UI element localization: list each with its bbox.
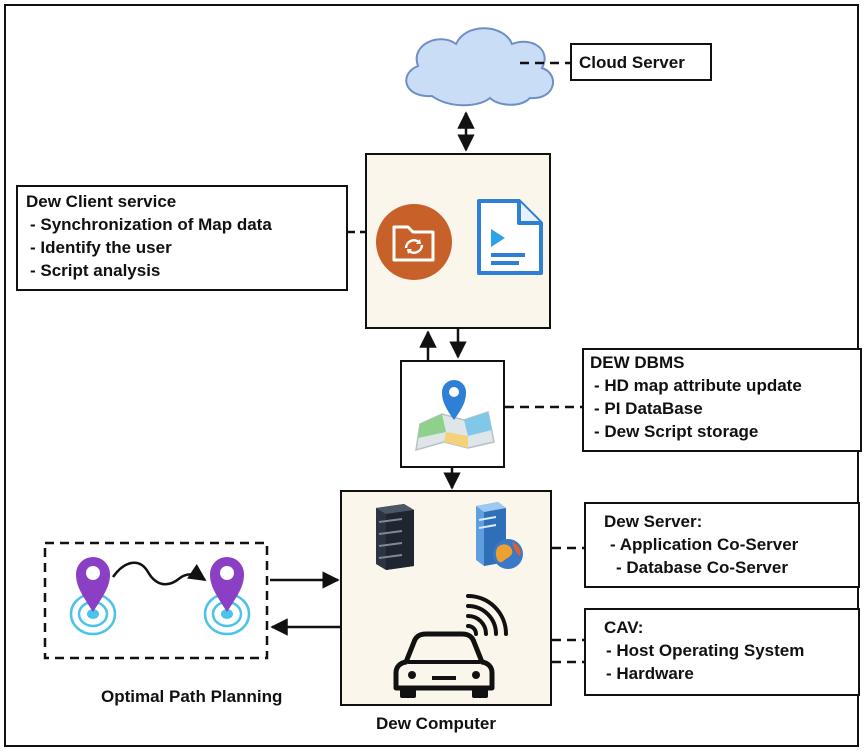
dew-dbms-title: DEW DBMS <box>590 353 685 372</box>
car-icon <box>393 631 495 698</box>
dew-client-item: - Synchronization of Map data <box>30 215 272 234</box>
location-pin-icon <box>203 557 251 636</box>
cloud-server-label: Cloud Server <box>579 53 685 72</box>
dew-server-box: Dew Server: - Application Co-Server - Da… <box>584 502 860 588</box>
server-rack-icon <box>376 504 414 570</box>
cav-title: CAV: <box>604 618 644 637</box>
dew-dbms-item: - HD map attribute update <box>594 376 802 395</box>
cav-item: - Hardware <box>606 664 694 683</box>
dew-server-item: - Application Co-Server <box>610 535 799 554</box>
path-arrow-icon <box>111 561 207 586</box>
dew-client-item: - Identify the user <box>30 238 172 257</box>
dbms-node <box>400 360 505 468</box>
dew-server-item: - Database Co-Server <box>616 558 788 577</box>
sync-folder-icon <box>376 204 452 280</box>
dew-dbms-item: - Dew Script storage <box>594 422 759 441</box>
optimal-path-planning-label: Optimal Path Planning <box>101 687 283 706</box>
dew-client-title: Dew Client service <box>26 192 177 211</box>
web-server-icon <box>476 502 523 569</box>
dew-computer-node <box>340 490 552 706</box>
dew-server-title: Dew Server: <box>604 512 703 531</box>
dew-client-item: - Script analysis <box>30 261 161 280</box>
cav-box: CAV: - Host Operating System - Hardware <box>584 608 860 696</box>
dew-dbms-box: DEW DBMS - HD map attribute update - PI … <box>582 348 862 452</box>
dew-computer-label: Dew Computer <box>376 714 496 733</box>
wireless-signal-icon <box>466 594 508 636</box>
cav-item: - Host Operating System <box>606 641 805 660</box>
dew-client-node <box>365 153 551 329</box>
dew-client-service-box: Dew Client service - Synchronization of … <box>16 185 348 291</box>
cloud-icon <box>405 27 554 107</box>
location-pin-icon <box>69 557 117 636</box>
dew-dbms-item: - PI DataBase <box>594 399 703 418</box>
map-pin-icon <box>415 380 495 452</box>
cloud-server-box: Cloud Server <box>570 43 712 81</box>
script-document-icon <box>477 199 543 275</box>
